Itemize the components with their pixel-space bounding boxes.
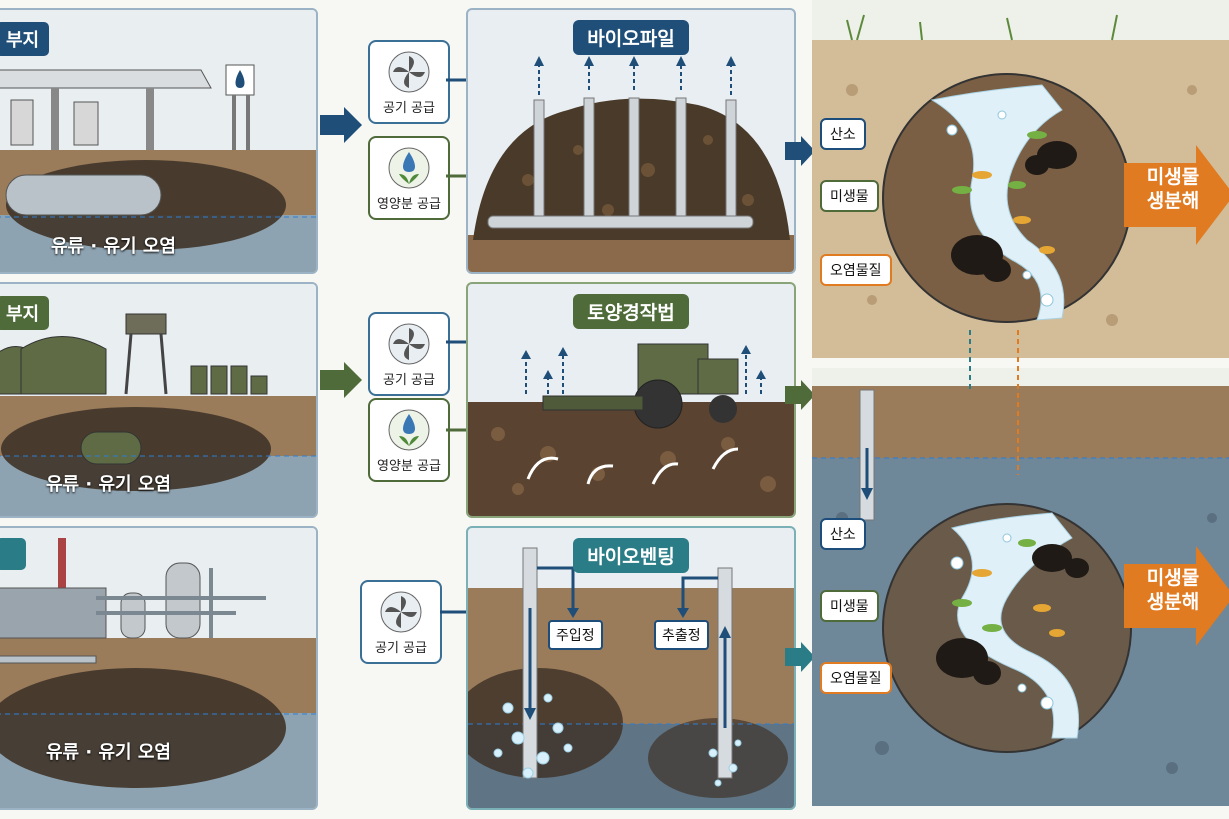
military-site-illustration (0, 284, 316, 516)
biopile-panel: 바이오파일 (466, 8, 796, 274)
nutrient-drop-icon (388, 147, 430, 189)
flow-arrow (785, 136, 815, 166)
panel-link-connectors (969, 330, 1019, 475)
biopile-title-wrap: 바이오파일 (468, 20, 794, 55)
right-arrow-shape (1124, 546, 1229, 646)
air-supply-box: 공기 공급 (360, 580, 442, 664)
fan-icon (380, 591, 422, 633)
site-tag (0, 538, 26, 570)
biodegradation-label-1: 미생물 (1146, 166, 1200, 188)
nutrient-supply-box: 영양분 공급 (368, 398, 450, 482)
flow-arrow (785, 642, 815, 672)
bioventing-illustration (468, 547, 794, 808)
nutrient-supply-box: 영양분 공급 (368, 136, 450, 220)
contamination-caption: 유류 · 유기 오염 (51, 236, 176, 257)
landfarming-panel: 토양경작법 (466, 282, 796, 518)
biodegradation-label-1: 미생물 (1146, 567, 1200, 589)
fan-icon (388, 323, 430, 365)
site-tag: 부지 (0, 22, 50, 56)
nutrient-drop-icon (388, 409, 430, 451)
flow-arrow (320, 107, 362, 143)
air-supply-box: 공기 공급 (368, 40, 450, 124)
right-arrow-shape (1124, 145, 1229, 245)
air-supply-label: 공기 공급 (375, 641, 427, 656)
flow-arrow (785, 380, 815, 410)
bioventing-panel: 바이오벤팅 주입정 추출정 (466, 526, 796, 810)
oxygen-callout: 산소 (820, 118, 866, 150)
microbe-callout: 미생물 (820, 180, 879, 212)
landfarming-title-wrap: 토양경작법 (468, 294, 794, 329)
oxygen-callout: 산소 (820, 518, 866, 550)
bioventing-title: 바이오벤팅 (573, 538, 689, 573)
site-tag: 부지 (0, 296, 50, 330)
fan-icon (388, 51, 430, 93)
industrial-site-panel: 유류 · 유기 오염 (0, 526, 318, 810)
contaminant-callout: 오염물질 (820, 662, 892, 694)
air-supply-label: 공기 공급 (383, 373, 435, 388)
air-supply-box: 공기 공급 (368, 312, 450, 396)
gas-station-illustration (0, 10, 316, 272)
groundwater-microbe-illustration (812, 368, 1229, 806)
industrial-site-illustration (0, 528, 316, 808)
microbe-callout: 미생물 (820, 590, 879, 622)
contamination-caption: 유류 · 유기 오염 (46, 742, 171, 763)
biopile-illustration (468, 56, 794, 272)
biodegradation-label-2: 생분해 (1146, 591, 1200, 613)
gas-station-site-panel: 부지 유류 · 유기 오염 (0, 8, 318, 274)
flow-arrow (320, 362, 362, 398)
nutrient-supply-label: 영양분 공급 (377, 197, 441, 212)
air-supply-label: 공기 공급 (383, 101, 435, 116)
nutrient-supply-label: 영양분 공급 (377, 459, 441, 474)
biopile-title: 바이오파일 (573, 20, 689, 55)
extraction-well-label: 추출정 (654, 620, 709, 650)
landfarming-illustration (468, 343, 794, 516)
military-site-panel: 부지 유류 · 유기 오염 (0, 282, 318, 518)
landfarming-title: 토양경작법 (573, 294, 689, 329)
bioventing-title-wrap: 바이오벤팅 (468, 538, 794, 573)
contaminant-callout: 오염물질 (820, 254, 892, 286)
biodegradation-label-2: 생분해 (1146, 190, 1200, 212)
contamination-caption: 유류 · 유기 오염 (46, 474, 171, 495)
injection-well-label: 주입정 (548, 620, 603, 650)
